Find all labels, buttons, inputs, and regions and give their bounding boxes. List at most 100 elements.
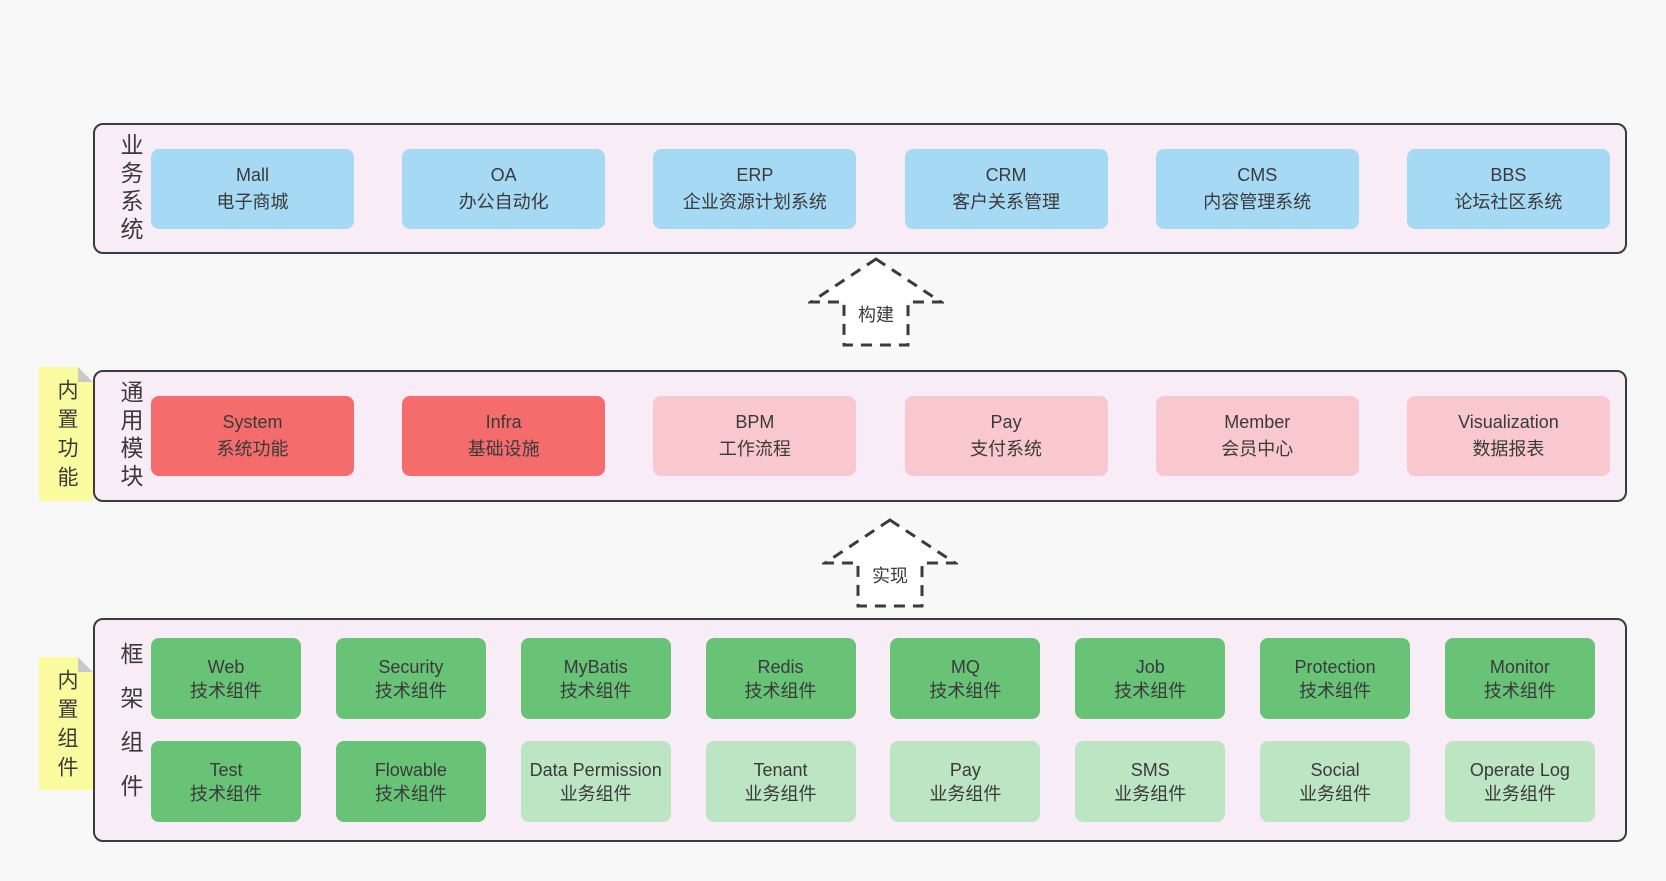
box-title: Data Permission xyxy=(529,759,662,780)
box-pay: Pay 支付系统 xyxy=(904,396,1108,476)
box-subtitle: 业务组件 xyxy=(1114,783,1187,804)
box-redis: Redis 技术组件 xyxy=(705,638,856,719)
modules-box-row: System 系统功能 Infra 基础设施 BPM 工作流程 Pay 支付系统… xyxy=(151,396,1625,476)
box-subtitle: 系统功能 xyxy=(216,439,289,459)
box-mq: MQ 技术组件 xyxy=(890,638,1041,719)
box-title: Protection xyxy=(1294,656,1376,677)
box-subtitle: 办公自动化 xyxy=(458,191,549,212)
band-business-label: 业务系统 xyxy=(117,132,143,245)
box-subtitle: 技术组件 xyxy=(190,783,262,804)
box-subtitle: 技术组件 xyxy=(374,783,447,804)
box-title: SMS xyxy=(1130,759,1170,780)
box-title: BPM xyxy=(735,412,775,432)
box-title: Test xyxy=(209,759,243,780)
box-subtitle: 业务组件 xyxy=(559,783,632,804)
box-security: Security 技术组件 xyxy=(335,638,486,719)
box-title: Social xyxy=(1310,759,1360,780)
box-visualization: Visualization 数据报表 xyxy=(1406,396,1610,476)
box-title: OA xyxy=(490,164,517,185)
box-subtitle: 技术组件 xyxy=(1483,680,1556,701)
sticky-note-text: 内置组件 xyxy=(55,668,78,785)
box-subtitle: 企业资源计划系统 xyxy=(682,191,827,212)
box-title: ERP xyxy=(736,164,774,185)
box-sms: SMS 业务组件 xyxy=(1075,741,1226,822)
box-subtitle: 业务组件 xyxy=(744,783,817,804)
box-title: Member xyxy=(1224,412,1291,432)
box-title: Security xyxy=(378,656,444,677)
box-subtitle: 技术组件 xyxy=(744,680,817,701)
box-subtitle: 基础设施 xyxy=(467,439,540,459)
box-bpm: BPM 工作流程 xyxy=(653,396,857,476)
box-title: Job xyxy=(1135,656,1165,677)
dashed-up-arrow-implement: 实现 xyxy=(822,517,958,609)
box-flowable: Flowable 技术组件 xyxy=(335,741,486,822)
box-subtitle: 技术组件 xyxy=(190,680,262,701)
folded-corner-icon xyxy=(78,657,93,672)
box-pay-business: Pay 业务组件 xyxy=(890,741,1041,822)
box-erp: ERP 企业资源计划系统 xyxy=(653,148,857,229)
box-title: CRM xyxy=(985,164,1027,185)
box-bbs: BBS 论坛社区系统 xyxy=(1406,148,1610,229)
box-monitor: Monitor 技术组件 xyxy=(1444,638,1595,719)
box-cms: CMS 内容管理系统 xyxy=(1155,148,1359,229)
dashed-up-arrow-build: 构建 xyxy=(808,256,944,348)
box-subtitle: 内容管理系统 xyxy=(1203,191,1312,212)
box-title: Pay xyxy=(949,759,981,780)
box-title: MQ xyxy=(950,656,980,677)
box-social: Social 业务组件 xyxy=(1260,741,1411,822)
box-title: Visualization xyxy=(1458,412,1559,432)
box-title: Mall xyxy=(235,164,269,185)
box-operate-log: Operate Log 业务组件 xyxy=(1444,741,1595,822)
box-title: Pay xyxy=(990,412,1022,432)
band-business-systems: 业务系统 Mall 电子商城 OA 办公自动化 ERP 企业资源计划系统 CRM… xyxy=(93,123,1627,254)
arrow-build-label: 构建 xyxy=(853,300,899,328)
box-subtitle: 技术组件 xyxy=(929,680,1002,701)
sticky-note-builtin-features: 内置功能 xyxy=(39,367,93,501)
box-title: Monitor xyxy=(1489,656,1550,677)
box-data-permission: Data Permission 业务组件 xyxy=(520,741,671,822)
box-title: System xyxy=(222,412,283,432)
box-title: Operate Log xyxy=(1469,759,1570,780)
box-subtitle: 支付系统 xyxy=(970,439,1043,459)
box-subtitle: 技术组件 xyxy=(559,680,632,701)
box-crm: CRM 客户关系管理 xyxy=(904,148,1108,229)
box-subtitle: 业务组件 xyxy=(1483,783,1556,804)
box-mall: Mall 电子商城 xyxy=(151,148,354,229)
box-title: Redis xyxy=(757,656,804,677)
sticky-note-builtin-components: 内置组件 xyxy=(39,657,93,790)
box-subtitle: 会员中心 xyxy=(1221,439,1294,459)
band-components-label: 框架组件 xyxy=(117,642,143,818)
band-common-modules: 通用模块 System 系统功能 Infra 基础设施 BPM 工作流程 Pay… xyxy=(93,370,1627,502)
box-title: Infra xyxy=(485,412,522,432)
box-job: Job 技术组件 xyxy=(1075,638,1226,719)
box-infra: Infra 基础设施 xyxy=(402,396,606,476)
box-subtitle: 技术组件 xyxy=(1114,680,1187,701)
box-title: BBS xyxy=(1490,164,1527,185)
box-subtitle: 客户关系管理 xyxy=(952,191,1061,212)
box-subtitle: 论坛社区系统 xyxy=(1454,191,1563,212)
box-mybatis: MyBatis 技术组件 xyxy=(520,638,671,719)
business-box-row: Mall 电子商城 OA 办公自动化 ERP 企业资源计划系统 CRM 客户关系… xyxy=(151,148,1625,229)
box-title: CMS xyxy=(1237,164,1278,185)
box-subtitle: 电子商城 xyxy=(216,191,289,212)
box-subtitle: 数据报表 xyxy=(1472,439,1545,459)
arrow-implement-label: 实现 xyxy=(867,561,913,589)
box-protection: Protection 技术组件 xyxy=(1260,638,1411,719)
box-subtitle: 工作流程 xyxy=(718,439,791,459)
box-subtitle: 技术组件 xyxy=(1299,680,1372,701)
box-test: Test 技术组件 xyxy=(151,741,301,822)
band-modules-label: 通用模块 xyxy=(117,380,143,492)
box-title: Flowable xyxy=(374,759,447,780)
box-subtitle: 业务组件 xyxy=(1299,783,1372,804)
box-web: Web 技术组件 xyxy=(151,638,301,719)
box-oa: OA 办公自动化 xyxy=(402,148,606,229)
band-framework-components: 框架组件 Web 技术组件 Security 技术组件 MyBatis 技术组件… xyxy=(93,618,1627,842)
box-member: Member 会员中心 xyxy=(1155,396,1359,476)
box-title: MyBatis xyxy=(563,656,628,677)
box-system: System 系统功能 xyxy=(151,396,354,476)
box-subtitle: 业务组件 xyxy=(929,783,1002,804)
folded-corner-icon xyxy=(78,367,93,382)
box-title: Tenant xyxy=(753,759,808,780)
box-subtitle: 技术组件 xyxy=(374,680,447,701)
